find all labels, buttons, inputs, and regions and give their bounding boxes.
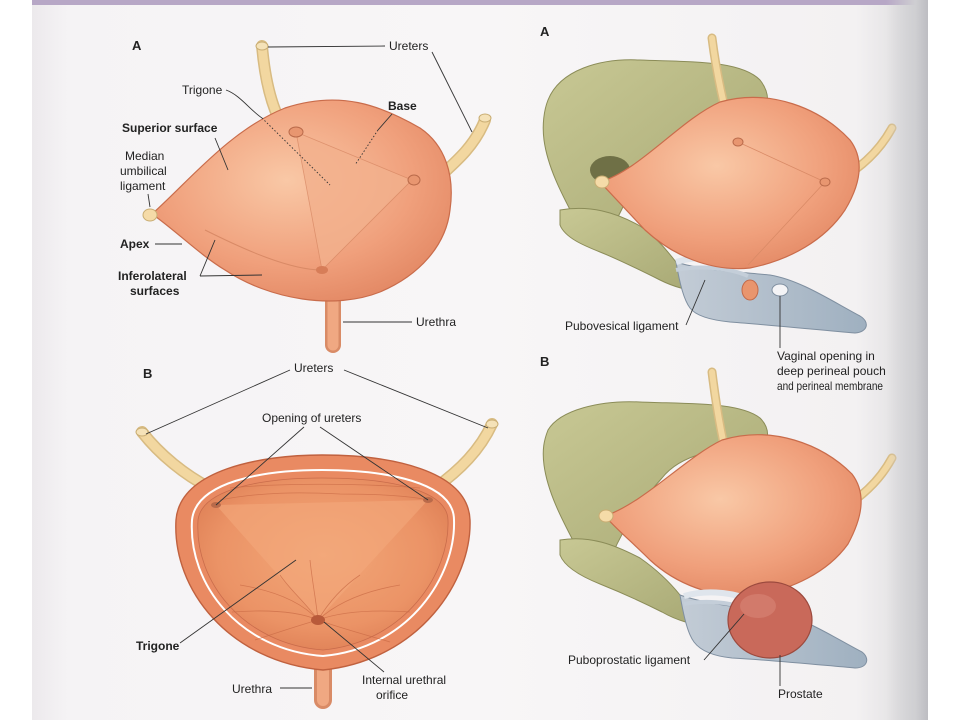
leader-pubovesical-ligament [685,279,706,326]
label-puboprostatic-ligament: Puboprostatic ligament [568,653,691,667]
label-opening-of-ureters: Opening of ureters [262,411,361,425]
label-ureters-bottom: Ureters [294,361,333,375]
label-median-umbilical-3: ligament [120,179,166,193]
leader-opening-right [319,426,429,501]
panel-letter-bottom-left: B [143,366,152,381]
label-vaginal-opening-3: and perineal membrane [777,379,883,393]
label-urethra-top: Urethra [416,315,456,329]
leader-median-umbilical [147,193,151,208]
panel-letter-bottom-right: B [540,354,549,369]
label-vaginal-opening-2: deep perineal pouch [777,364,886,378]
label-median-umbilical-2: umbilical [120,164,167,178]
leader-ureters-top-left [267,45,386,48]
label-trigone-bottom: Trigone [136,639,180,653]
leader-inferolateral-b [199,274,263,277]
label-ureters-top: Ureters [389,39,428,53]
label-inferolateral-1: Inferolateral [118,269,187,283]
label-median-umbilical-1: Median [125,149,164,163]
leader-ureters-bottom-left [145,369,291,435]
label-pubovesical-ligament: Pubovesical ligament [565,319,679,333]
label-apex: Apex [120,237,150,251]
leader-opening-left [215,426,305,506]
leader-ureters-bottom-right [343,369,489,429]
label-prostate: Prostate [778,687,823,701]
leader-internal-orifice [323,621,385,673]
top-edge-strip [32,0,928,5]
label-vaginal-opening-1: Vaginal opening in [777,349,875,363]
leader-trigone-bottom [179,559,297,644]
leader-puboprostatic-ligament [703,613,745,661]
label-internal-orifice-1: Internal urethral [362,673,446,687]
bladder-interior-view [135,418,499,709]
bladder-external-view [142,40,492,353]
label-base: Base [388,99,417,113]
page-edge-shadow [886,0,928,720]
label-superior-surface: Superior surface [122,121,218,135]
leader-superior-surface [214,137,229,171]
label-urethra-bottom: Urethra [232,682,272,696]
label-inferolateral-2: surfaces [130,284,180,298]
leader-base [377,113,393,131]
panel-letter-top-left: A [132,38,142,53]
panel-letter-top-right: A [540,24,550,39]
label-trigone-top: Trigone [182,83,223,97]
label-internal-orifice-2: orifice [376,688,408,702]
female-pelvis-view [542,33,897,334]
male-pelvis-view [542,367,897,669]
leader-ureters-top-right [431,51,473,133]
leader-inferolateral-a [199,239,216,277]
leader-trigone-top [225,89,263,119]
